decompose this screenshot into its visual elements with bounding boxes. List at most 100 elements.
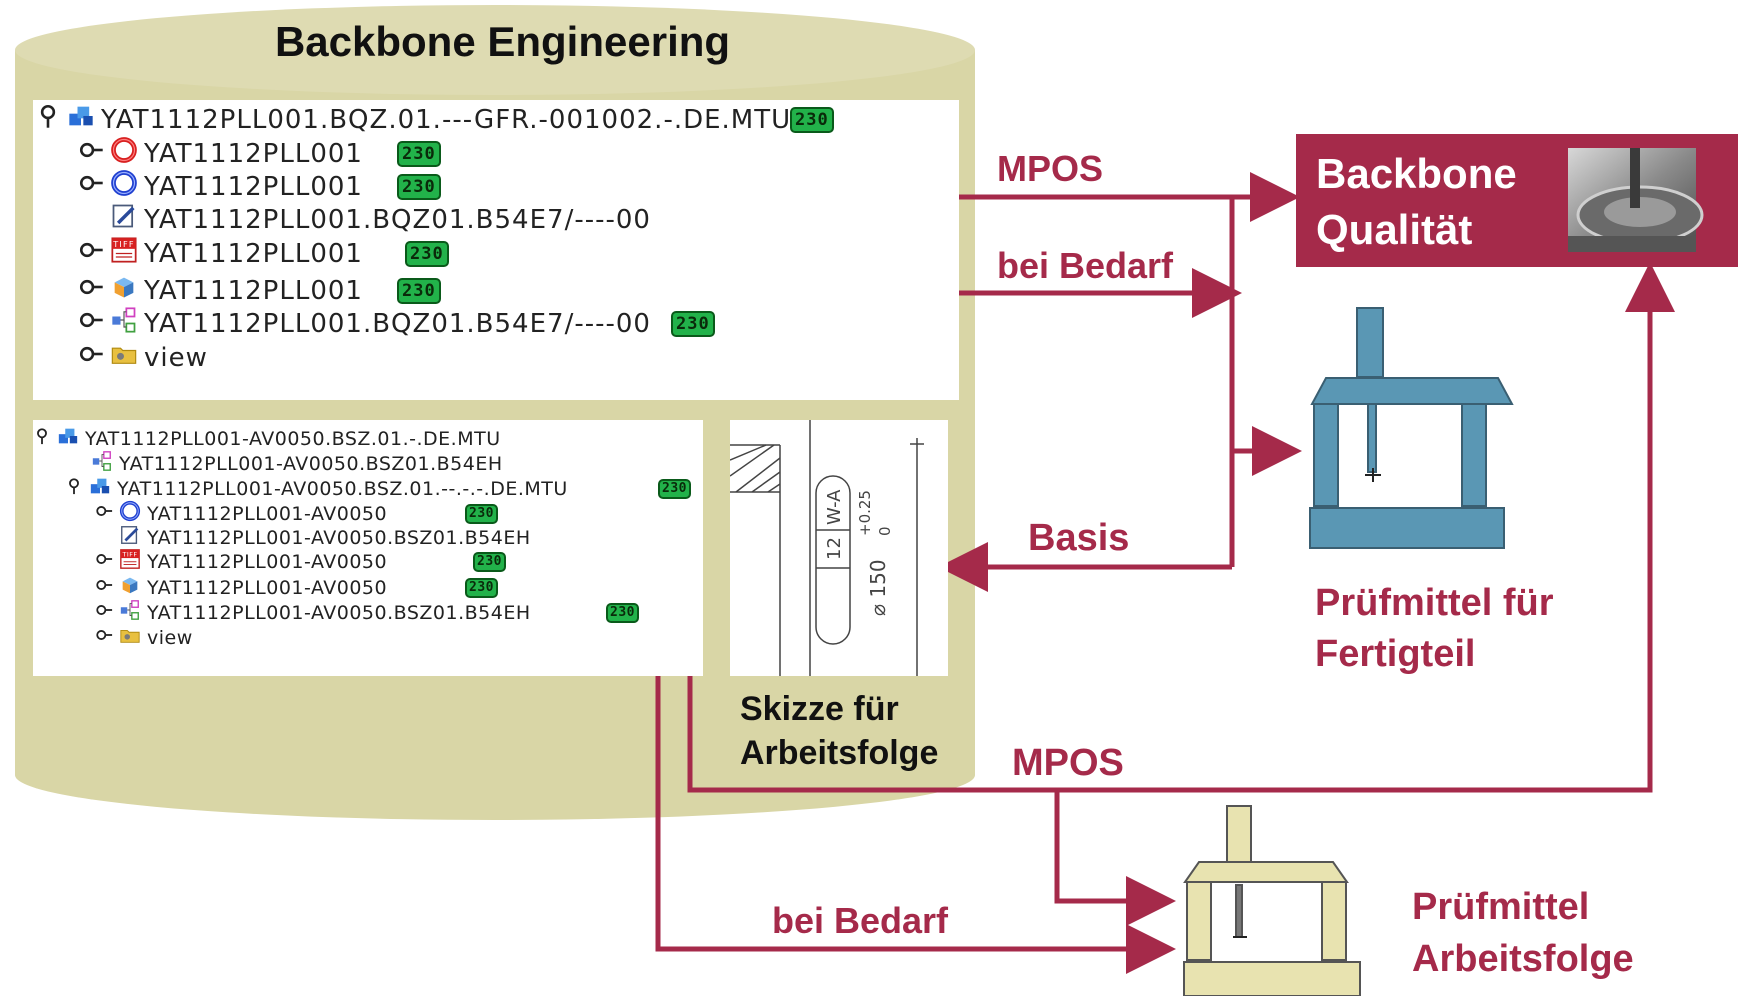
tree-item-label: YAT1112PLL001.BQZ.01.---GFR.-001002.-.DE… [101,104,792,135]
label-mpos-top: MPOS [997,148,1104,189]
device-step-line2: Arbeitsfolge [1412,938,1634,980]
tree-item-label: YAT1112PLL001 [144,171,363,202]
tree-row[interactable]: YAT1112PLL001.BQZ01.B54E7/----00 230 [78,306,715,341]
label-basis: Basis [1028,517,1130,559]
tree-root-row[interactable]: YAT1112PLL001.BQZ.01.---GFR.-001002.-.DE… [35,102,834,137]
sketch-dim-text: ⌀ 150 [866,559,890,616]
tree-item-label: YAT1112PLL001-AV0050 [147,502,388,525]
expand-toggle-icon[interactable] [78,137,104,170]
arrow-to-device-step [1054,790,1176,926]
device-step-icon [1183,805,1361,996]
device-step-line1: Prüfmittel [1412,886,1590,928]
tree-row[interactable]: YAT1112PLL001.BQZ01.B54E7/----00 [78,202,651,237]
expand-toggle-icon[interactable] [78,307,104,340]
expand-toggle-icon[interactable] [78,237,104,270]
blue-ring-icon [110,169,138,204]
edit-doc-icon [110,202,138,237]
tree-item-label: YAT1112PLL001 [144,275,363,306]
expand-toggle-icon[interactable] [95,626,113,649]
assembly-icon [67,102,95,137]
label-bei-bedarf-top: bei Bedarf [997,245,1174,286]
tree-row[interactable]: YAT1112PLL001-AV0050.BSZ01.B54EH 230 [95,599,639,626]
expand-toggle-icon[interactable] [95,576,113,599]
tree-item-label: YAT1112PLL001-AV0050.BSZ01.B54EH [119,452,503,475]
version-badge: 230 [397,173,441,200]
folder-icon [110,340,138,375]
sketch-caption-line2: Arbeitsfolge [740,734,939,772]
sketch-caption-line1: Skizze für [740,690,899,728]
device-final-line2: Fertigteil [1315,633,1476,675]
tree-row[interactable]: YAT1112PLL001 230 [78,136,441,171]
device-final-icon [1309,307,1514,549]
quality-line2: Qualität [1316,206,1473,253]
version-badge: 230 [671,310,715,337]
version-badge: 230 [790,106,834,133]
red-ring-icon [110,136,138,171]
expand-toggle-icon[interactable] [95,502,113,525]
structure-icon [119,599,141,626]
tree-row[interactable]: view [78,340,208,375]
sketch-left-text: 12 [824,537,845,560]
sketch-tol-bottom: 0 [876,526,894,536]
tree-item-label: YAT1112PLL001-AV0050 [147,550,388,573]
tree-item-label: YAT1112PLL001 [144,138,363,169]
expand-toggle-icon[interactable] [95,601,113,624]
tree-row[interactable]: view [95,624,193,651]
sketch-drawing: W-A 12 ⌀ 150 +0.25 0 [730,420,924,676]
svg-text:TIFF: TIFF [112,239,134,249]
part-icon [110,273,138,308]
structure-icon [110,306,138,341]
version-badge: 230 [473,551,506,572]
tree-item-label: YAT1112PLL001-AV0050.BSZ.01.-.DE.MTU [85,427,501,450]
tree-row[interactable]: YAT1112PLL001 230 [78,169,441,204]
expand-pin-icon[interactable] [35,103,61,136]
expand-toggle-icon[interactable] [78,341,104,374]
tree-item-label: YAT1112PLL001 [144,238,363,269]
expand-toggle-icon[interactable] [78,274,104,307]
quality-box [1296,134,1738,267]
tree-item-label: YAT1112PLL001-AV0050.BSZ01.B54EH [147,601,531,624]
tree-row[interactable]: YAT1112PLL001-AV0050.BSZ.01.--.-.-.DE.MT… [65,475,691,502]
tree-item-label: view [147,626,193,649]
tiff-icon: TIFF [119,548,141,575]
tree-row[interactable]: YAT1112PLL001-AV0050.BSZ01.B54EH [95,524,531,551]
edit-doc-icon [119,524,141,551]
gear-photo [1568,148,1704,252]
version-badge: 230 [606,602,639,623]
assembly-icon [89,475,111,502]
expand-toggle-icon[interactable] [78,170,104,203]
tree-row[interactable]: YAT1112PLL001 230 [78,273,441,308]
version-badge: 230 [465,503,498,524]
device-final-line1: Prüfmittel für [1315,582,1554,624]
expand-toggle-icon[interactable] [95,550,113,573]
part-icon [119,574,141,601]
quality-line1: Backbone [1316,150,1517,197]
database-title: Backbone Engineering [274,18,731,65]
tree-item-label: YAT1112PLL001.BQZ01.B54E7/----00 [144,308,651,339]
version-badge: 230 [397,140,441,167]
version-badge: 230 [658,478,691,499]
tree-row[interactable]: TIFF YAT1112PLL001-AV0050 230 [95,548,506,575]
tree-item-label: YAT1112PLL001-AV0050 [147,576,388,599]
tree-row[interactable]: YAT1112PLL001-AV0050 230 [95,500,498,527]
tree-root-row[interactable]: YAT1112PLL001-AV0050.BSZ.01.-.DE.MTU [33,425,501,452]
version-badge: 230 [397,277,441,304]
expand-pin-icon[interactable] [33,427,51,450]
version-badge: 230 [465,577,498,598]
sketch-frame-text: W-A [824,489,845,525]
tree-item-label: YAT1112PLL001.BQZ01.B54E7/----00 [144,204,651,235]
assembly-icon [57,425,79,452]
structure-icon [91,450,113,477]
folder-icon [119,624,141,651]
tree-item-label: YAT1112PLL001-AV0050.BSZ01.B54EH [147,526,531,549]
tree-row[interactable]: YAT1112PLL001-AV0050.BSZ01.B54EH [67,450,503,477]
expand-pin-icon[interactable] [65,477,83,500]
tree-panel-top: YAT1112PLL001.BQZ.01.---GFR.-001002.-.DE… [33,100,959,400]
tree-row[interactable]: YAT1112PLL001-AV0050 230 [95,574,498,601]
svg-text:TIFF: TIFF [121,551,137,559]
label-mpos-bottom: MPOS [1012,742,1124,784]
tree-item-label: YAT1112PLL001-AV0050.BSZ.01.--.-.-.DE.MT… [117,477,568,500]
